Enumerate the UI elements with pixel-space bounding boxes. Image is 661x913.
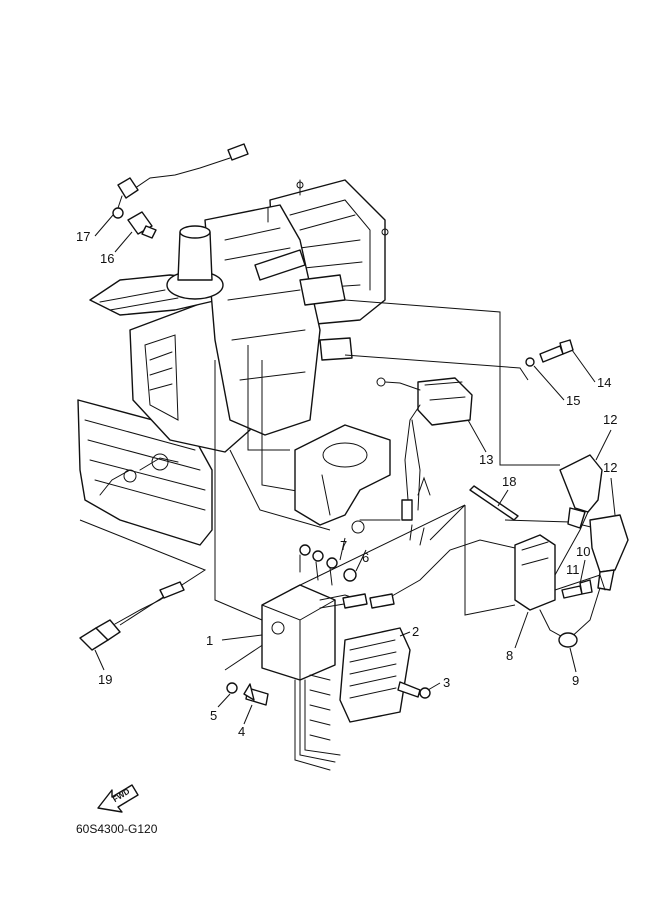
callout-19: 19 [98,672,112,687]
callout-13: 13 [479,452,493,467]
callout-14: 14 [597,375,611,390]
callout-16: 16 [100,251,114,266]
callout-10: 10 [576,544,590,559]
callout-leaders [94,214,616,725]
part-16-switch [127,211,157,239]
part-7-terminals [299,544,338,586]
part-18-band [469,485,519,521]
part-5-washer [226,682,238,694]
engine-block [77,179,389,546]
fwd-arrow-icon: FWD [97,784,139,813]
callout-6: 6 [362,550,369,565]
part-2-terminal-block [339,627,411,723]
part-13-unit [376,377,473,546]
part-6-screw [343,568,357,582]
part-8-ignition-coil [369,511,606,611]
callout-3: 3 [443,675,450,690]
callout-17: 17 [76,229,90,244]
part-3-screw [397,681,431,699]
part-12-cap-upper [559,454,603,529]
part-1-cdi-unit [261,584,368,771]
callout-11: 11 [566,562,580,577]
part-9-lead [539,587,601,648]
callout-15: 15 [566,393,580,408]
part-11-screw [561,579,593,599]
stator-plate [294,424,401,534]
part-15-washer [525,357,535,367]
callout-2: 2 [412,624,419,639]
callout-numbers: 1 2 3 4 5 6 7 8 9 10 11 12 12 13 14 15 1… [76,229,617,739]
callout-5: 5 [210,708,217,723]
callout-1: 1 [206,633,213,648]
callout-9: 9 [572,673,579,688]
callout-12-upper: 12 [603,412,617,427]
part-19-sensor [79,581,185,651]
callout-8: 8 [506,648,513,663]
callout-12-lower: 12 [603,460,617,475]
part-12-cap-lower [589,514,629,591]
part-14-bolt [539,339,574,363]
callout-4: 4 [238,724,245,739]
leader-lines [79,299,596,671]
diagram-code: 60S4300-G120 [76,822,158,836]
part-4-bolt [243,683,269,706]
callout-18: 18 [502,474,516,489]
part-17-lead [112,143,249,219]
